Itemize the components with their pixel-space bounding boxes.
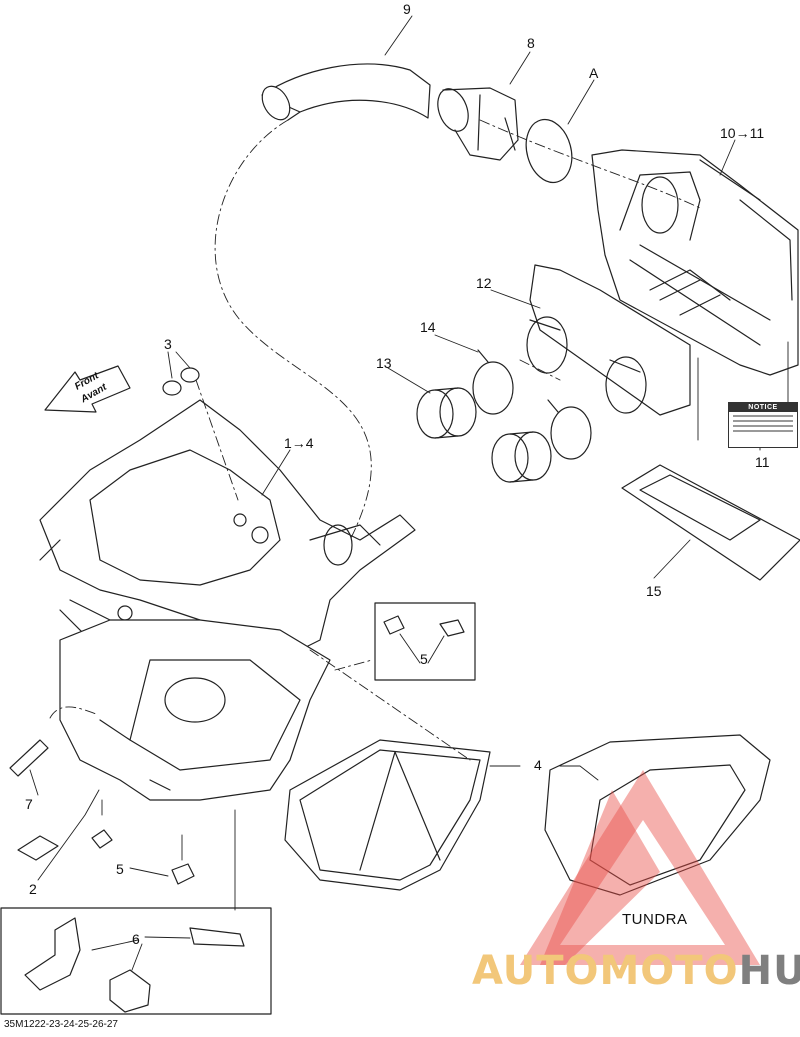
callout-8: 8: [527, 35, 535, 51]
clip-part-5c: [383, 615, 405, 635]
callout-15: 15: [646, 583, 662, 599]
notice-decal: NOTICE: [728, 402, 798, 448]
callout-1-to-4: 1→4: [284, 435, 314, 451]
foam-pad-part-15: [621, 464, 800, 581]
diagram-reference-code: 35M1222-23-24-25-26-27: [4, 1019, 118, 1030]
clamp-part-14a: [472, 361, 514, 415]
clip-part-5a: [91, 829, 113, 849]
front-arrow: [44, 365, 131, 413]
watermark-part-2: HUB: [738, 948, 800, 994]
watermark-triangle: [520, 770, 760, 965]
callout-11: 11: [755, 454, 770, 470]
airbox-lower-part: [59, 619, 331, 801]
filter-part-4: [284, 739, 491, 891]
callout-14: 14: [420, 319, 436, 335]
callout-9: 9: [403, 1, 411, 17]
callout-7: 7: [25, 796, 33, 812]
tundra-label: TUNDRA: [622, 911, 688, 928]
silencer-housing-part-10: [591, 149, 799, 376]
label-part-7: [9, 739, 49, 777]
sleeve-part-13b: [491, 431, 552, 483]
watermark-text: AUTOMOTOHUB: [472, 948, 800, 994]
clip-part-6c: [109, 969, 151, 1013]
inset-box-clips-5: [374, 602, 476, 681]
watermark-part-1: AUTOMOTO: [472, 948, 739, 994]
clip-part-5d: [439, 619, 465, 637]
silencer-base-part-12: [526, 264, 691, 416]
clamp-part-14b: [550, 406, 592, 460]
callout-2: 2: [29, 881, 37, 897]
callout-5: 5: [116, 861, 124, 877]
grommet-part-3a: [162, 380, 182, 396]
sleeve-part-13a: [416, 387, 477, 439]
callout-6: 6: [132, 931, 140, 947]
callout-3: 3: [164, 336, 172, 352]
callout-4: 4: [534, 757, 542, 773]
callout-13: 13: [376, 355, 392, 371]
callout-12: 12: [476, 275, 492, 291]
notice-heading: NOTICE: [729, 403, 797, 412]
adaptor-part-8: [437, 87, 519, 161]
filter-part-4-tundra: [544, 734, 771, 896]
callout-10-to-11: 10→11: [720, 125, 765, 141]
inset-box-clips-6: [0, 907, 272, 1015]
clip-part-6a: [24, 917, 81, 991]
clip-part-6b: [189, 927, 245, 947]
callout-a: A: [589, 65, 599, 81]
callout-5-inset: 5: [420, 651, 428, 667]
o-ring-part-a: [525, 118, 573, 184]
hose-part-9: [261, 63, 431, 121]
clip-part-5b: [171, 863, 195, 885]
sticker-part-2: [17, 835, 59, 861]
